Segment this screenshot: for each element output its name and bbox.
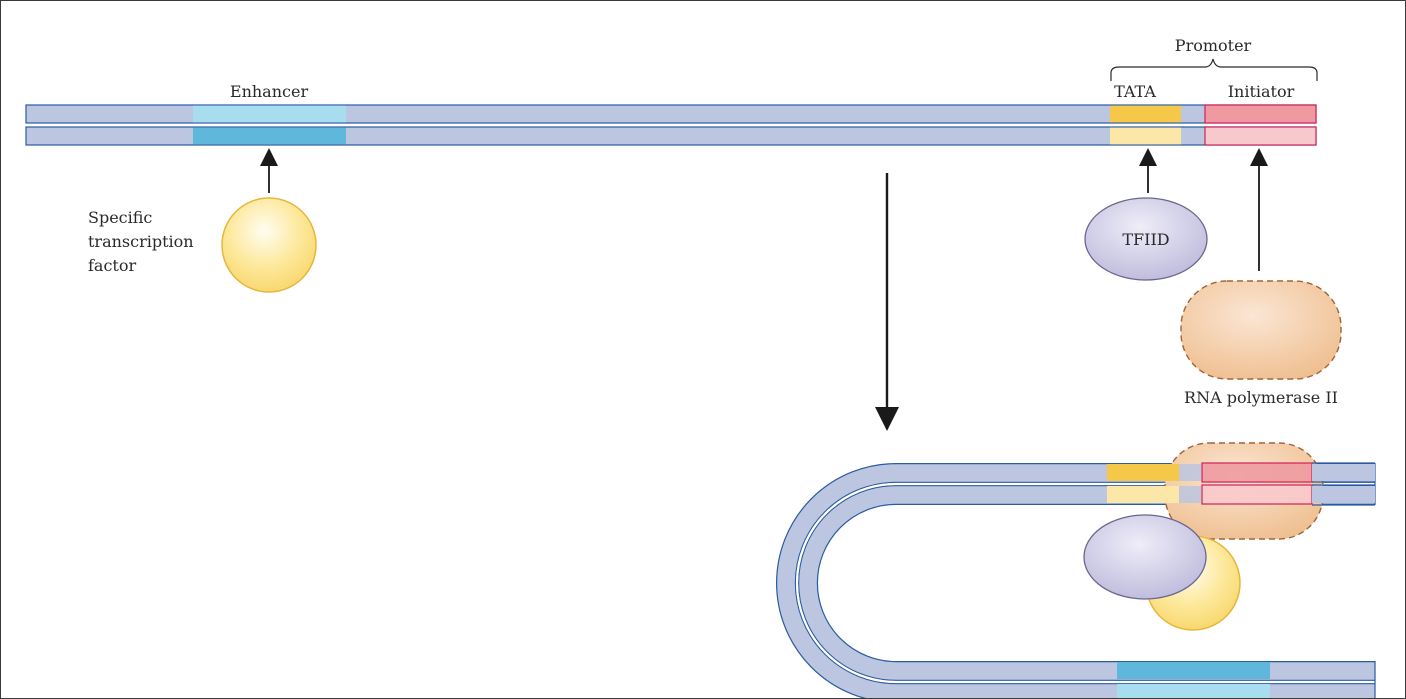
specific-tf-label-line3: factor <box>88 256 136 275</box>
tata-top-region <box>1110 105 1181 123</box>
looped-gap-bottom <box>1179 486 1201 503</box>
initiator-label: Initiator <box>1228 82 1295 101</box>
initiator-bottom-region <box>1204 126 1317 146</box>
strand-gap <box>795 482 1375 684</box>
looped-tata-bottom <box>1107 486 1179 503</box>
specific-tf-label-line1: Specific <box>88 208 152 227</box>
looped-gap-top <box>1179 464 1201 481</box>
looped-initiator-bottom <box>1201 484 1313 505</box>
enhancer-top-region <box>193 105 346 123</box>
bound-tfiid <box>1083 514 1207 600</box>
rna-pol-label: RNA polymerase II <box>1184 388 1338 407</box>
rna-pol-shape <box>1180 280 1342 380</box>
specific-tf-label-line2: transcription <box>88 232 194 251</box>
looped-inner-strand <box>799 486 1375 680</box>
enhancer-bottom-region <box>193 127 346 145</box>
looped-tata-top <box>1107 464 1179 481</box>
linear-dna <box>25 104 1317 146</box>
looped-outer-strand <box>777 464 1375 698</box>
tfiid-ellipse <box>1084 197 1208 281</box>
looped-dna <box>776 463 1376 698</box>
enhancer-label: Enhancer <box>230 82 309 101</box>
initiator-top-region <box>1204 104 1317 124</box>
tata-bottom-region <box>1110 127 1181 145</box>
looped-enhancer-light <box>1117 684 1270 698</box>
tfiid-label: TFIID <box>1122 230 1169 249</box>
looped-initiator-top <box>1201 462 1313 483</box>
tata-label: TATA <box>1114 82 1156 101</box>
promoter-label: Promoter <box>1175 36 1252 55</box>
looped-enhancer-dark <box>1117 662 1270 679</box>
promoter-brace <box>1110 58 1318 81</box>
looped-right-top <box>1312 464 1375 481</box>
looped-right-bottom <box>1312 486 1375 503</box>
specific-tf-circle <box>221 197 317 293</box>
